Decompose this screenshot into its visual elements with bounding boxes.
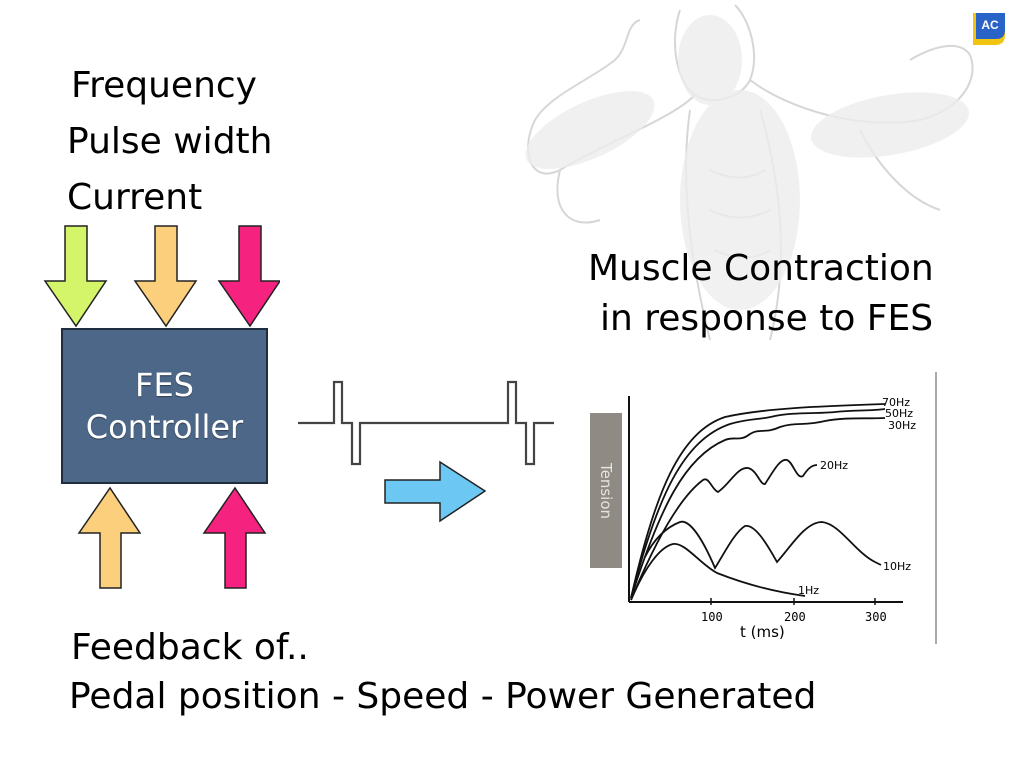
input-label-current: Current xyxy=(67,177,203,218)
input-arrows xyxy=(43,225,280,328)
x-tick-label-100: 100 xyxy=(701,610,723,624)
green-down-arrow xyxy=(43,225,108,328)
orange-down-arrow xyxy=(133,225,198,328)
series-30hz-line xyxy=(630,417,886,599)
feedback-label: Feedback of.. xyxy=(71,627,309,668)
orange-up-arrow xyxy=(77,486,142,589)
feedback-arrows xyxy=(77,486,267,589)
input-label-pulse-width: Pulse width xyxy=(67,121,273,162)
blue-right-arrow xyxy=(384,460,487,523)
input-label-frequency: Frequency xyxy=(71,65,257,106)
series-10hz-line xyxy=(644,520,882,570)
pulse-waveform xyxy=(298,380,554,466)
pink-down-arrow xyxy=(217,225,280,328)
legend-70hz: 70Hz xyxy=(882,396,910,409)
legend-10hz: 10Hz xyxy=(883,560,911,573)
series-50hz-line xyxy=(630,408,886,599)
feedback-items: Pedal position - Speed - Power Generated xyxy=(69,676,817,717)
legend-1hz: 1Hz xyxy=(798,584,819,597)
legend-50hz: 50Hz xyxy=(885,407,913,420)
series-1hz-line xyxy=(630,543,806,601)
x-tick-label-300: 300 xyxy=(865,610,887,624)
y-axis-label-box: Tension xyxy=(590,413,622,568)
background-figure xyxy=(525,4,974,341)
logo-text: AC xyxy=(981,18,999,32)
output-title-line1: Muscle Contraction xyxy=(588,248,934,289)
x-tick-label-200: 200 xyxy=(784,610,806,624)
series-70hz-line xyxy=(630,403,886,599)
chart-plot: 70Hz 50Hz 30Hz 20Hz 10Hz 1Hz 100 200 300… xyxy=(628,372,937,644)
series-20hz-line xyxy=(630,459,818,601)
controller-label-line1: FES xyxy=(135,366,194,404)
legend-30hz: 30Hz xyxy=(888,419,916,432)
fes-controller-box: FES Controller xyxy=(61,328,268,484)
pink-up-arrow xyxy=(202,486,267,589)
app-logo: AC xyxy=(973,13,1005,45)
x-axis-label: t (ms) xyxy=(740,623,785,641)
controller-label-line2: Controller xyxy=(85,408,244,446)
legend-20hz: 20Hz xyxy=(820,459,848,472)
output-title-line2: in response to FES xyxy=(600,298,934,339)
